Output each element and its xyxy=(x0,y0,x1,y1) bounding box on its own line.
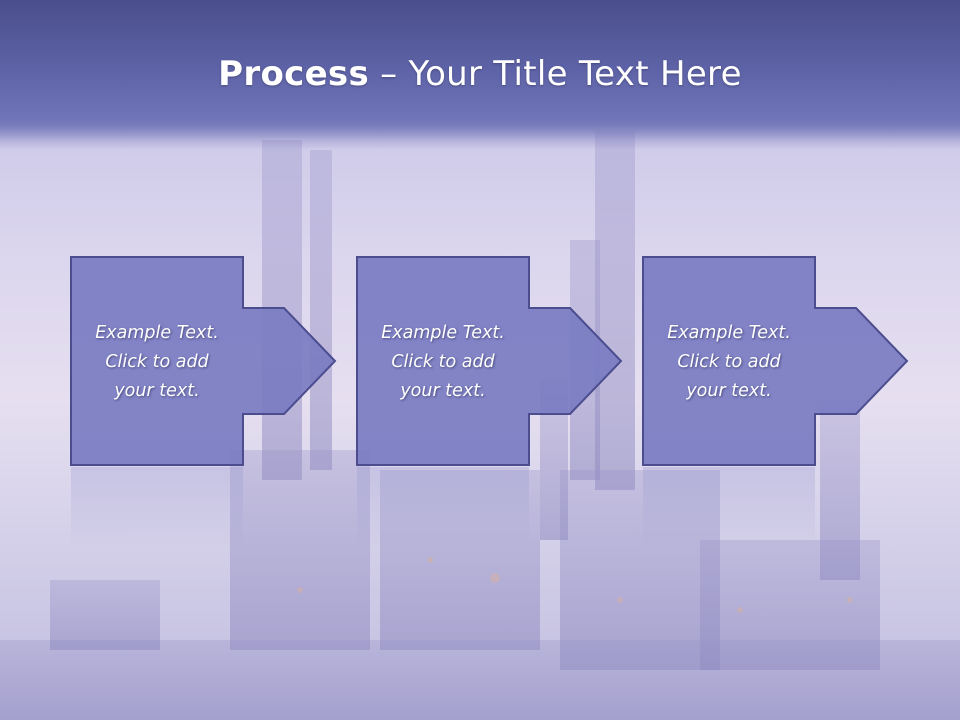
right-arrow-icon xyxy=(70,256,337,466)
right-arrow-icon xyxy=(642,256,909,466)
shapes-reflection xyxy=(71,467,815,547)
slide-title[interactable]: Process – Your Title Text Here xyxy=(0,54,960,94)
right-arrow-icon xyxy=(356,256,623,466)
step-1-text: Example Text. Click to add your text. xyxy=(95,322,219,401)
title-band xyxy=(0,0,960,150)
title-rest: – Your Title Text Here xyxy=(369,54,742,94)
step-2-text: Example Text. Click to add your text. xyxy=(381,322,505,401)
title-bold: Process xyxy=(218,54,370,94)
step-3-text: Example Text. Click to add your text. xyxy=(667,322,791,401)
